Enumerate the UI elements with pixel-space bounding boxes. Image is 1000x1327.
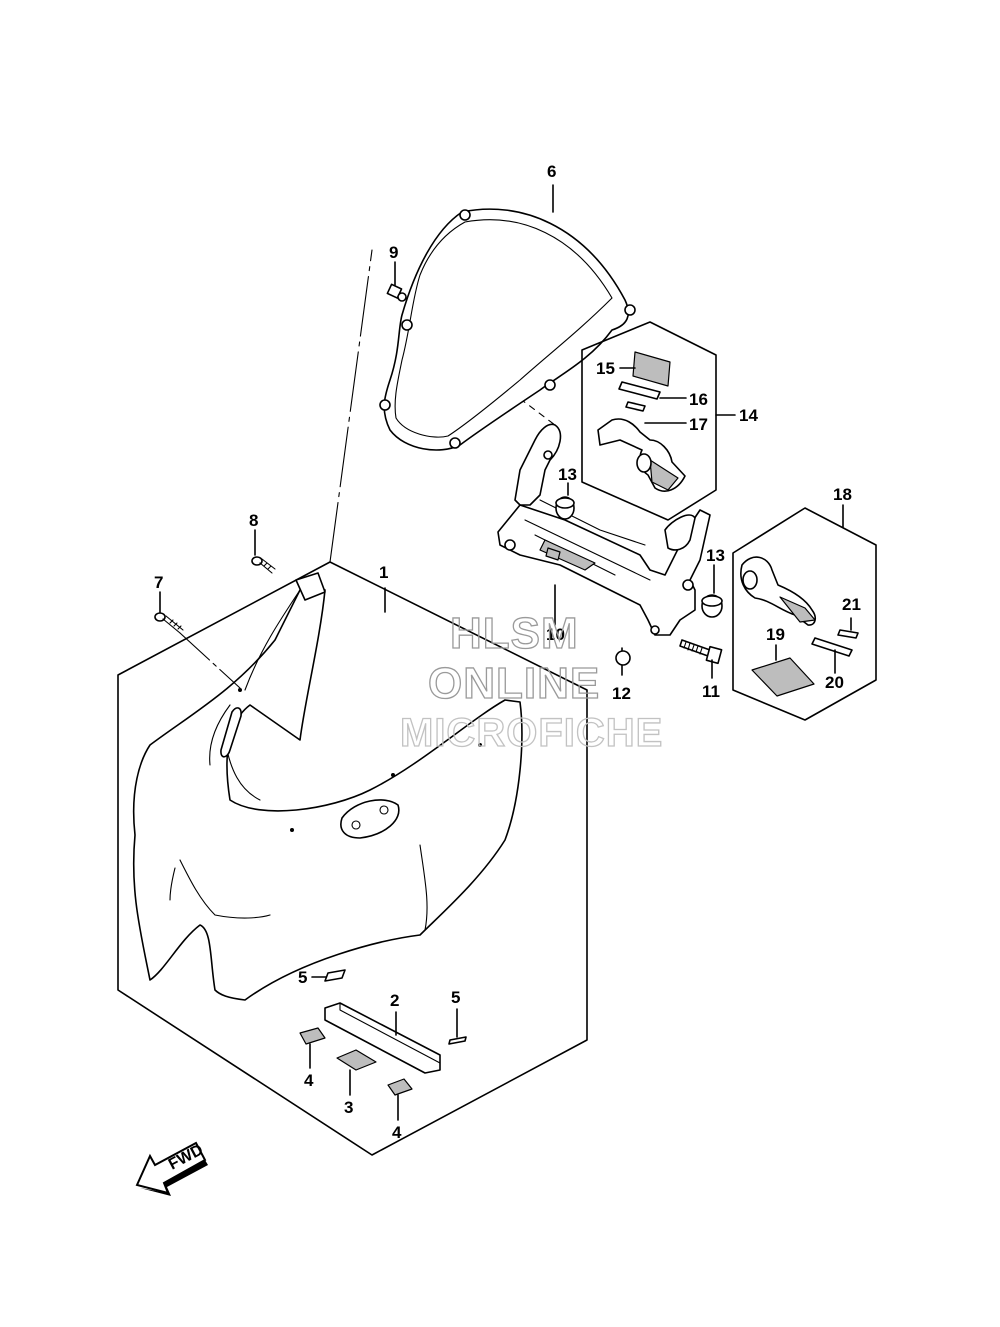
screw-9 [386, 261, 407, 302]
callout-7: 7 [154, 573, 163, 592]
plate-5b [448, 1008, 467, 1045]
callout-13-lower: 13 [706, 546, 725, 565]
callout-14: 14 [739, 406, 758, 425]
callout-3: 3 [344, 1098, 353, 1117]
grommet-13a [555, 482, 575, 520]
callout-15: 15 [596, 359, 615, 378]
plate-5a [311, 969, 346, 982]
callout-9: 9 [389, 243, 398, 262]
callout-4-left: 4 [304, 1071, 314, 1090]
callout-5-lower: 5 [451, 988, 460, 1007]
strip-2 [324, 1002, 441, 1074]
callout-1: 1 [379, 563, 388, 582]
windscreen [379, 184, 636, 451]
callout-17: 17 [689, 415, 708, 434]
callout-5-upper: 5 [298, 968, 307, 987]
watermark-line-3: MICROFICHE [400, 711, 663, 755]
screw-8 [251, 529, 276, 574]
pad-3 [336, 1049, 377, 1096]
callout-13-upper: 13 [558, 465, 577, 484]
dashed-line [404, 311, 556, 426]
bolt-11 [679, 639, 723, 679]
grommet-13b [701, 564, 723, 618]
fwd-arrow: FWD [135, 1141, 208, 1196]
upper-cowling [132, 572, 523, 1001]
pad-4b [387, 1078, 413, 1121]
callout-6: 6 [547, 162, 556, 181]
nut-12 [615, 647, 631, 676]
kit-18-box [732, 504, 877, 721]
cowling-group-box [117, 561, 588, 1156]
pad-4a [299, 1027, 326, 1069]
watermark-line-2: ONLINE [428, 659, 600, 708]
watermark-line-1: HLSM [450, 609, 579, 658]
callout-2: 2 [390, 991, 399, 1010]
alignment-line [329, 249, 373, 563]
screen-bracket [497, 423, 711, 636]
kit-14-box [581, 321, 736, 521]
callout-4-right: 4 [392, 1123, 402, 1142]
callout-8: 8 [249, 511, 258, 530]
callout-16: 16 [689, 390, 708, 409]
watermark: HLSM ONLINE MICROFICHE [399, 608, 663, 755]
screw-7 [154, 591, 241, 689]
callout-12: 12 [612, 684, 631, 703]
callout-18: 18 [833, 485, 852, 504]
callout-20: 20 [825, 673, 844, 692]
callout-21: 21 [842, 595, 861, 614]
callout-19: 19 [766, 625, 785, 644]
callout-11: 11 [702, 682, 720, 701]
callout-10: 10 [546, 625, 565, 644]
